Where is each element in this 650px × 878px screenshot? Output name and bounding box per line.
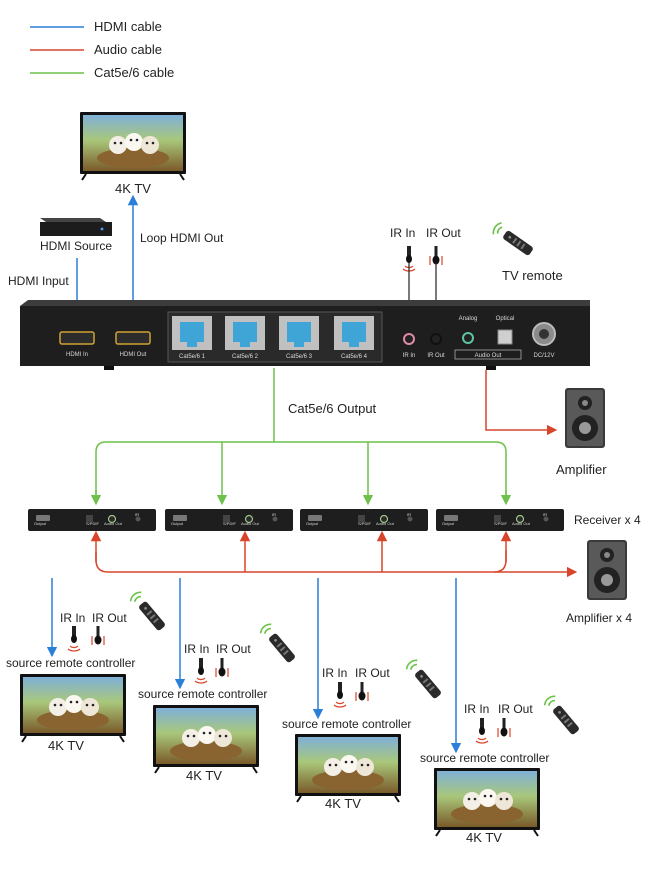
dc-label: DC/12V [533, 353, 554, 359]
top-tv-label: 4K TV [115, 181, 151, 196]
receiver-4-port-audio: Audio Out [512, 521, 531, 526]
remote-control-icon [127, 589, 169, 634]
zone-4: IR In IR Out source remote controller 4K… [420, 693, 583, 845]
amplifier-x4-label: Amplifier x 4 [566, 611, 632, 625]
receiver-1-port-spdif: S/PDIF [86, 521, 99, 526]
ir-out-jack-label: IR Out [427, 353, 445, 359]
cat-port-2 [225, 316, 265, 350]
ir-receiver-icon [333, 681, 347, 708]
zone-3-remote-label: source remote controller [282, 717, 411, 731]
analog-label: Analog [459, 316, 478, 322]
receiver-3-port-ir: IR [407, 512, 411, 517]
zone-2-remote-label: source remote controller [138, 687, 267, 701]
zone-3: IR In IR Out source remote controller 4K… [282, 657, 445, 811]
zone-3-ir-out-label: IR Out [355, 666, 390, 680]
speaker-icon [565, 388, 605, 448]
speaker-icon [587, 540, 627, 600]
receiver-2-port-output: Output [171, 521, 184, 526]
hdmi-out-port-label: HDMI Out [120, 352, 147, 358]
tv-icon [79, 111, 187, 181]
remote-control-icon [490, 220, 536, 259]
zone-2-ir-out-label: IR Out [216, 642, 251, 656]
tv-icon [19, 673, 127, 743]
hdmi-out-port [115, 331, 151, 345]
cat-port-1 [172, 316, 212, 350]
receiver-2-port-ir: IR [272, 512, 276, 517]
receiver-2-port-audio: Audio Out [241, 521, 260, 526]
ir-out-jack [430, 333, 442, 345]
receiver-4-port-spdif: S/PDIF [494, 521, 507, 526]
receiver-label: Receiver x 4 [574, 513, 641, 527]
cat-port-2-label: Cat5e/6 2 [232, 354, 259, 360]
hdmi-input-label: HDMI Input [8, 274, 69, 288]
ir-emitter-icon [215, 657, 229, 678]
zone-2-ir-in-label: IR In [184, 642, 209, 656]
zone-3-tv-label: 4K TV [325, 796, 361, 811]
optical-label: Optical [496, 316, 515, 322]
receiver-1-port-ir: IR [135, 512, 139, 517]
cat-output-label: Cat5e/6 Output [288, 401, 377, 416]
cat-port-4 [334, 316, 374, 350]
remote-control-icon [541, 693, 583, 738]
receiver-1-port-audio: Audio Out [104, 521, 123, 526]
tv-icon [152, 704, 260, 774]
ir-in-label: IR In [390, 226, 415, 240]
hdmi-source-label: HDMI Source [40, 239, 112, 253]
zone-1-tv-label: 4K TV [48, 738, 84, 753]
receiver-3-port-audio: Audio Out [376, 521, 395, 526]
ir-in-jack-label: IR In [403, 353, 416, 359]
receiver-2-port-spdif: S/PDIF [223, 521, 236, 526]
ir-emitter-icon [91, 625, 105, 646]
receiver-3-port-spdif: S/PDIF [358, 521, 371, 526]
ir-emitter-icon [355, 681, 369, 702]
loop-hdmi-out-label: Loop HDMI Out [140, 231, 224, 245]
zone-3-ir-in-label: IR In [322, 666, 347, 680]
receiver-1-port-output: Output [34, 521, 47, 526]
cat-port-3 [279, 316, 319, 350]
legend-hdmi-label: HDMI cable [94, 19, 162, 34]
legend: HDMI cable Audio cable Cat5e/6 cable [30, 19, 174, 80]
receiver-4-port-output: Output [442, 521, 455, 526]
legend-audio-label: Audio cable [94, 42, 162, 57]
hdmi-in-port-label: HDMI In [66, 352, 88, 358]
optical-audio-port [497, 329, 513, 345]
audio-out-label: Audio Out [475, 353, 502, 359]
zone-4-ir-in-label: IR In [464, 702, 489, 716]
zone-1-ir-in-label: IR In [60, 611, 85, 625]
cat-port-1-label: Cat5e/6 1 [179, 354, 206, 360]
ir-receiver-icon [194, 657, 208, 684]
receiver-audio-bus [95, 552, 578, 578]
zone-1-remote-label: source remote controller [6, 656, 135, 670]
tv-remote-label: TV remote [502, 268, 563, 283]
zone-2: IR In IR Out source remote controller 4K… [138, 621, 299, 783]
legend-cat-label: Cat5e/6 cable [94, 65, 174, 80]
remote-control-icon [403, 657, 445, 702]
ir-out-label: IR Out [426, 226, 461, 240]
ir-in-jack [403, 333, 415, 345]
receiver-3-port-output: Output [306, 521, 319, 526]
zone-1-ir-out-label: IR Out [92, 611, 127, 625]
tv-icon [294, 733, 402, 803]
ir-receiver-icon [67, 625, 81, 652]
cat-port-4-label: Cat5e/6 4 [341, 354, 368, 360]
remote-control-icon [257, 621, 299, 666]
zone-4-remote-label: source remote controller [420, 751, 549, 765]
receiver-4-port-ir: IR [543, 512, 547, 517]
zone-2-tv-label: 4K TV [186, 768, 222, 783]
zone-1: IR In IR Out source remote controller 4K… [6, 589, 169, 753]
tv-icon [433, 767, 541, 837]
cat-port-3-label: Cat5e/6 3 [286, 354, 313, 360]
zone-4-ir-out-label: IR Out [498, 702, 533, 716]
audio-cable-amplifier [485, 370, 558, 436]
cat-distribution-cable [95, 441, 507, 500]
hdbaset-splitter-device: HDMI In HDMI Out Cat5e/6 1 Cat5e/6 2 Cat… [20, 300, 590, 370]
hdmi-in-port [59, 331, 95, 345]
ir-emitter-icon [497, 717, 511, 738]
blu-ray-player-icon [40, 218, 112, 236]
analog-audio-jack [462, 332, 474, 344]
ir-receiver-icon [475, 717, 489, 744]
zone-4-tv-label: 4K TV [466, 830, 502, 845]
amplifier-label: Amplifier [556, 462, 607, 477]
